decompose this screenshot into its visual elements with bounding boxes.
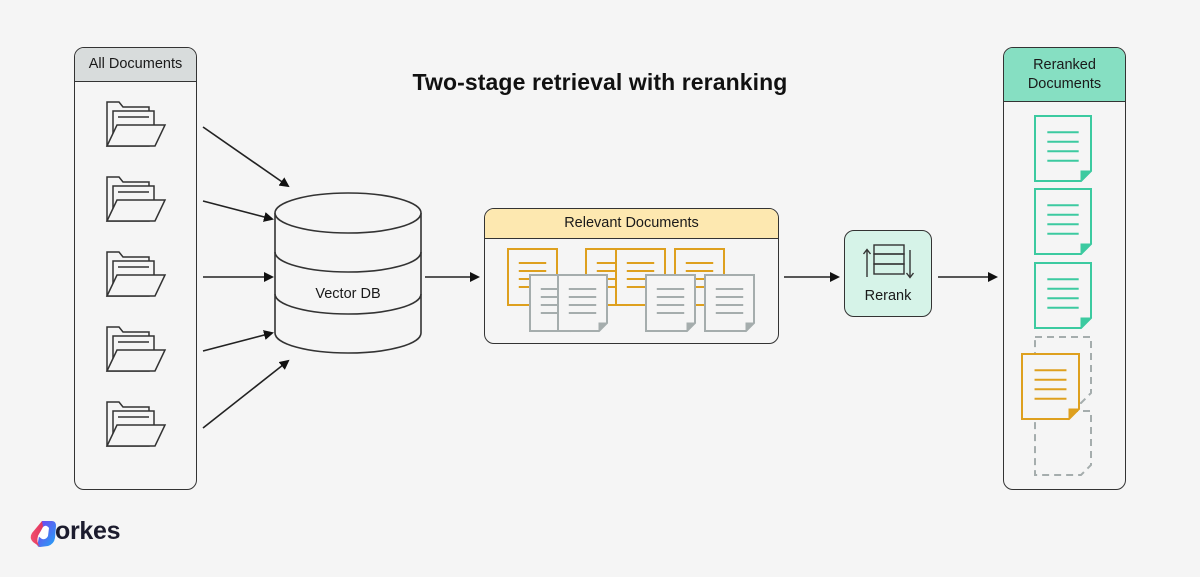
folder-icon — [105, 101, 167, 147]
folder-icon — [105, 176, 167, 222]
reranked-doc-promoted — [1021, 353, 1081, 421]
folder-icon — [105, 251, 167, 297]
relevant-doc-other — [645, 274, 697, 333]
arrow-folder-5 — [202, 359, 290, 429]
empty-slot — [1034, 410, 1092, 476]
relevant-doc-other — [557, 274, 609, 333]
reranked-doc-top — [1034, 115, 1093, 183]
folder-list — [105, 101, 167, 447]
vector-db-label: Vector DB — [315, 286, 381, 302]
rerank-icon — [862, 244, 915, 279]
diagram-title: Two-stage retrieval with reranking — [412, 69, 788, 95]
folder-icon — [105, 326, 167, 372]
orkes-logo-icon — [30, 521, 56, 547]
reranked-doc-top — [1034, 188, 1093, 256]
all-documents-header: All Documents — [75, 48, 196, 82]
arrow-folder-1 — [202, 126, 290, 188]
relevant-documents-header: Relevant Documents — [485, 209, 778, 239]
reranked-doc-top — [1034, 262, 1093, 330]
arrow-folder-2 — [202, 200, 274, 222]
reranked-doc-list — [1021, 115, 1093, 476]
ingest-arrows — [202, 126, 290, 429]
vector-db-cylinder — [274, 192, 422, 354]
rerank-label: Rerank — [864, 288, 912, 304]
relevant-doc-other — [704, 274, 756, 333]
arrow-folder-4 — [202, 330, 274, 352]
reranked-header-line2: Documents — [1027, 76, 1102, 92]
reranked-header-line1: Reranked — [1033, 57, 1096, 73]
folder-icon — [105, 401, 167, 447]
reranked-documents-header: Reranked Documents — [1004, 48, 1125, 102]
rerank-node: Rerank — [844, 230, 932, 317]
relevant-doc-stack — [507, 248, 756, 333]
orkes-wordmark: orkes — [55, 517, 121, 545]
